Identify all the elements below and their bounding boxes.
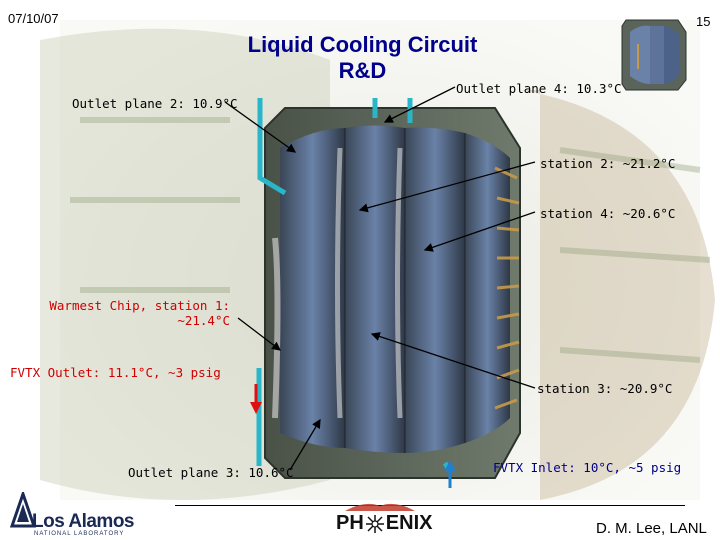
label-fvtx-outlet: FVTX Outlet: 11.1°C, ~3 psig <box>10 365 221 380</box>
lab-subtitle: NATIONAL LABORATORY <box>34 531 125 537</box>
label-station-3: station 3: ~20.9°C <box>537 381 673 396</box>
phenix-logo: PH ENIX <box>336 512 432 535</box>
phenix-text-post: ENIX <box>385 512 433 534</box>
inlet-arrow-icon <box>444 460 456 488</box>
label-fvtx-inlet: FVTX Inlet: 10°C, ~5 psig <box>493 460 682 475</box>
pointer-station-3 <box>370 332 536 389</box>
fvtx-detector-image <box>256 98 521 479</box>
pointer-station-4 <box>423 211 536 252</box>
label-warmest-line-2: ~21.4°C <box>177 313 230 328</box>
pointer-outlet-plane-4 <box>383 86 456 123</box>
detector-thumbnail <box>621 19 687 91</box>
label-station-2: station 2: ~21.2°C <box>540 156 676 171</box>
los-alamos-logo-icon <box>10 492 36 528</box>
label-warmest-line-1: Warmest Chip, station 1: <box>49 298 230 313</box>
outlet-arrow-icon <box>250 384 262 414</box>
lab-name: Los Alamos <box>32 511 135 532</box>
author-credit: D. M. Lee, LANL <box>596 520 707 537</box>
footer-rule <box>175 505 685 506</box>
label-outlet-plane-3: Outlet plane 3: 10.6°C <box>128 465 294 480</box>
pointer-station-2 <box>358 161 536 213</box>
label-outlet-plane-4: Outlet plane 4: 10.3°C <box>456 81 622 96</box>
slide-date: 07/10/07 <box>8 11 59 26</box>
label-outlet-plane-2: Outlet plane 2: 10.9°C <box>72 96 238 111</box>
pointer-outlet-plane-3 <box>289 418 321 471</box>
pointer-outlet-plane-2 <box>224 101 297 153</box>
slide-title: Liquid Cooling Circuit R&D <box>225 32 500 84</box>
phenix-text-pre: PH <box>336 512 364 534</box>
phenix-flame-icon <box>345 503 415 511</box>
phenix-bird-icon <box>365 514 384 533</box>
label-warmest-chip: Warmest Chip, station 1: ~21.4°C <box>40 298 230 328</box>
title-line-2: R&D <box>338 58 387 83</box>
title-line-1: Liquid Cooling Circuit <box>247 32 478 57</box>
label-station-4: station 4: ~20.6°C <box>540 206 676 221</box>
pointer-warmest-chip <box>237 317 282 351</box>
slide-number: 15 <box>696 14 711 29</box>
